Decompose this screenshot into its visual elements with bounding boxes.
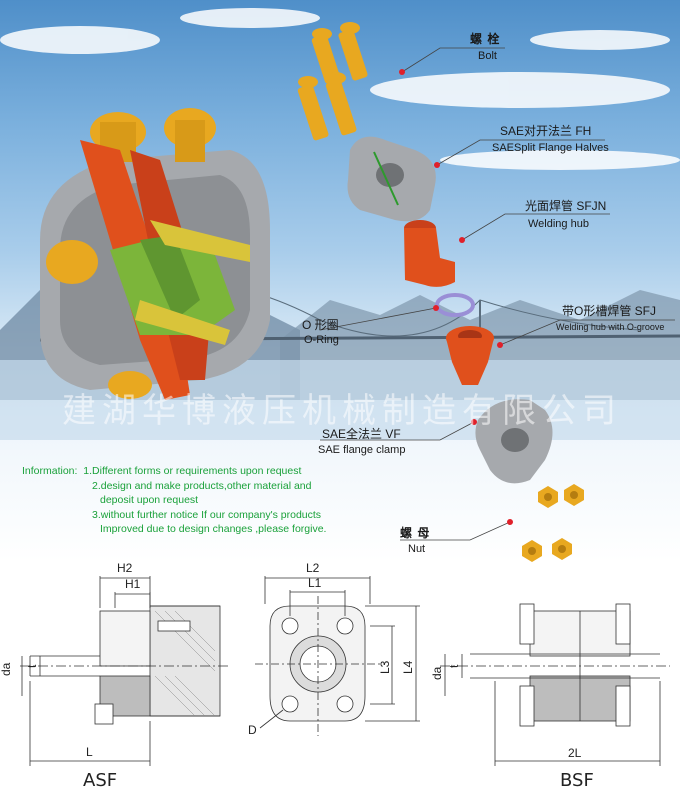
assembly-cutaway: [40, 108, 270, 400]
o-ring-illustration: [435, 293, 475, 317]
dim-h2: H2: [117, 561, 133, 575]
dim-l4: L4: [401, 660, 415, 674]
information-heading: Information:: [22, 465, 78, 477]
vf-label-cn: SAE全法兰 VF: [322, 427, 401, 441]
nut-label-en: Nut: [408, 543, 426, 555]
nuts-illustration: [522, 484, 584, 562]
welding-hub-illustration: [404, 220, 455, 287]
information-line-2b: deposit upon request: [100, 494, 199, 506]
asf-title: ASF: [83, 770, 118, 791]
fh-label-en: SAESplit Flange Halves: [492, 142, 609, 154]
sfjn-label-cn: 光面焊管 SFJN: [525, 199, 607, 213]
dim-d: D: [248, 723, 257, 737]
oring-label-cn: O 形圈: [302, 318, 339, 332]
dim-l1: L1: [308, 576, 322, 590]
callout-lines: [319, 47, 675, 541]
flange-clamp-illustration: [475, 399, 553, 484]
vf-label-en: SAE flange clamp: [318, 444, 406, 456]
drawings-svg: H2 H1 da t L L2 L1 L3 L4 D 2L da t: [0, 561, 670, 766]
dim-bsf-da: da: [430, 666, 444, 680]
product-hero-panel: 螺 栓 Bolt SAE对开法兰 FH SAESplit Flange Halv…: [0, 0, 680, 562]
information-line-1: 1.Different forms or requirements upon r…: [83, 465, 302, 477]
bsf-title: BSF: [560, 770, 594, 791]
technical-drawings: H2 H1 da t L L2 L1 L3 L4 D 2L da t ASF B…: [0, 556, 680, 795]
dim-2l: 2L: [568, 746, 582, 760]
fh-label-cn: SAE对开法兰 FH: [500, 124, 592, 138]
dim-l3: L3: [378, 660, 392, 674]
bolt-label-en: Bolt: [478, 50, 497, 62]
flange-top-view: [255, 576, 420, 736]
oring-label-en: O-Ring: [304, 334, 339, 346]
split-flange-illustration: [347, 136, 436, 222]
nut-label-cn: 螺 母: [400, 526, 431, 540]
dim-t: t: [25, 664, 39, 668]
hero-illustration: [0, 22, 680, 562]
bsf-drawing: [440, 603, 670, 766]
bolt-label-cn: 螺 栓: [470, 32, 501, 46]
callout-dots: [399, 69, 513, 525]
asf-drawing: [20, 576, 230, 766]
dim-bsf-t: t: [447, 664, 461, 668]
sfj-label-cn: 带O形槽焊管 SFJ: [562, 304, 657, 318]
sfjn-label-en: Welding hub: [528, 218, 589, 230]
dim-l: L: [86, 745, 93, 759]
bolts-illustration: [297, 22, 368, 141]
information-line-3b: Improved due to design changes ,please f…: [100, 523, 327, 535]
information-line-2a: 2.design and make products,other materia…: [92, 479, 312, 492]
sfj-label-en: Welding hub with O-groove: [556, 322, 665, 332]
welding-hub-ogroove-illustration: [446, 326, 494, 385]
dim-h1: H1: [125, 577, 141, 591]
company-watermark: 建湖华博液压机械制造有限公司: [62, 391, 622, 431]
information-line-3a: 3.without further notice If our company'…: [92, 508, 322, 521]
dim-da: da: [0, 662, 13, 676]
dim-l2: L2: [306, 561, 320, 575]
information-block: Information: 1.Different forms or requir…: [22, 464, 326, 537]
